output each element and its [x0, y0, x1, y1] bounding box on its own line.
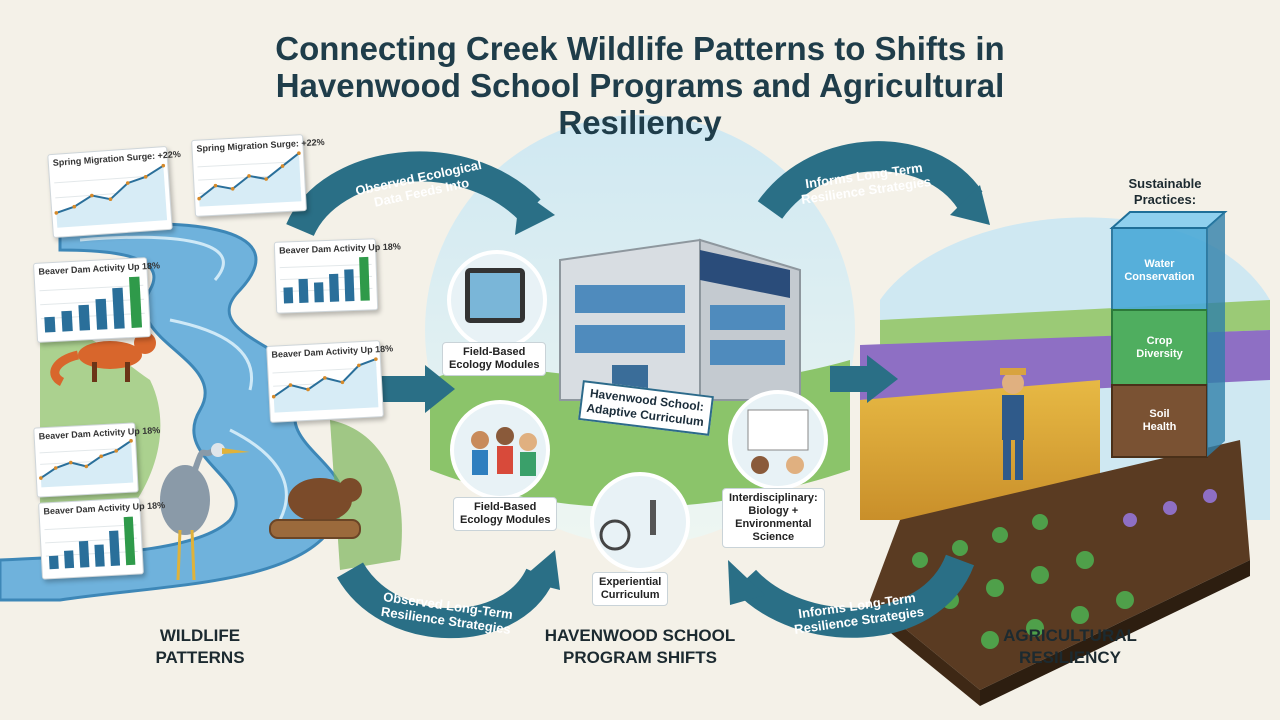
microscope-vignette: [590, 472, 690, 572]
mini-chart: [44, 516, 138, 570]
chart-bar: [78, 304, 91, 331]
chart-bar: [64, 550, 75, 569]
chart-point: [39, 476, 43, 480]
chart-point: [129, 438, 133, 443]
gridline: [40, 298, 145, 306]
chart-point: [264, 177, 269, 181]
chart-point: [280, 164, 285, 168]
chart-point: [161, 163, 166, 168]
chart-point: [197, 196, 201, 201]
chart-bar: [94, 544, 105, 567]
chart-bar: [123, 516, 136, 566]
chart-area: [56, 165, 168, 228]
gridline: [40, 312, 145, 320]
chart-bar: [95, 298, 108, 330]
chart-card: Beaver Dam Activity Up 18%: [32, 257, 160, 343]
gridline: [44, 524, 137, 531]
mini-chart: [39, 438, 134, 488]
chart-bar: [298, 278, 309, 303]
chart-point: [357, 363, 361, 368]
chart-point: [99, 454, 103, 459]
beaver-icon: [269, 478, 362, 539]
gridline: [279, 263, 372, 269]
mini-chart: [54, 163, 168, 228]
mini-chart: [279, 256, 373, 304]
arrow-bottom-left: [336, 561, 554, 639]
arrow-top-left: [286, 151, 541, 237]
mini-chart: [271, 357, 379, 413]
chart-point: [271, 394, 276, 399]
page-title: Connecting Creek Wildlife Patterns to Sh…: [275, 30, 1005, 141]
sustainable-practices-stack: [1109, 211, 1228, 458]
chart-point: [230, 187, 235, 191]
chart-bar: [78, 540, 90, 568]
gridline: [45, 550, 138, 557]
chart-card: Beaver Dam Activity Up 18%: [273, 238, 401, 314]
chart-card: Beaver Dam Activity Up 18%: [33, 422, 161, 498]
chart-point: [288, 383, 293, 387]
mini-chart: [39, 276, 145, 333]
chart-point: [108, 197, 113, 201]
arrow-bottom-right: [733, 553, 975, 638]
chart-point: [125, 181, 130, 185]
chart-point: [306, 387, 310, 392]
chart-bar: [112, 287, 125, 329]
creek: [0, 222, 345, 602]
chart-area: [199, 153, 302, 207]
chart-bar: [48, 555, 59, 570]
chart-card: Spring Migration Surge: +22%: [47, 145, 181, 239]
chart-point: [340, 380, 345, 385]
gridline: [280, 287, 373, 293]
chart-bar: [109, 530, 121, 566]
chart-bar: [61, 310, 73, 332]
chart-point: [90, 193, 94, 198]
chart-point: [143, 175, 148, 179]
chart-bar: [359, 256, 370, 301]
mini-chart: [197, 151, 302, 207]
chart-card: Beaver Dam Activity Up 18%: [266, 340, 393, 423]
gridline: [280, 275, 373, 281]
chart-card: Beaver Dam Activity Up 18%: [38, 497, 165, 580]
chart-point: [323, 376, 327, 380]
heron-icon: [160, 443, 250, 581]
chart-bar: [313, 282, 324, 303]
tag-interdisciplinary: Interdisciplinary:Biology +Environmental…: [722, 488, 825, 548]
chart-point: [68, 460, 73, 465]
gridline: [45, 537, 138, 544]
chart-point: [213, 183, 218, 188]
chart-point: [374, 357, 378, 361]
gridline: [39, 284, 144, 292]
chart-bar: [283, 287, 294, 304]
chart-point: [54, 211, 59, 215]
gridline: [39, 447, 132, 454]
chart-bar: [329, 273, 340, 302]
chart-point: [114, 449, 119, 453]
chart-bar: [44, 316, 56, 333]
gridline: [197, 161, 300, 168]
chart-point: [84, 464, 89, 469]
arrow-top-right: [757, 141, 983, 220]
arrow-mid-right: [830, 366, 870, 392]
arrow-mid-left: [380, 376, 428, 402]
chart-area: [40, 440, 134, 488]
chart-point: [72, 204, 77, 209]
farmer-icon: [1000, 368, 1026, 480]
chart-bar: [344, 269, 355, 302]
chart-point: [247, 174, 251, 178]
chart-point: [53, 466, 58, 470]
chart-card: Spring Migration Surge: +22%: [191, 134, 325, 217]
chart-point: [297, 151, 301, 155]
chart-bar: [128, 276, 143, 328]
